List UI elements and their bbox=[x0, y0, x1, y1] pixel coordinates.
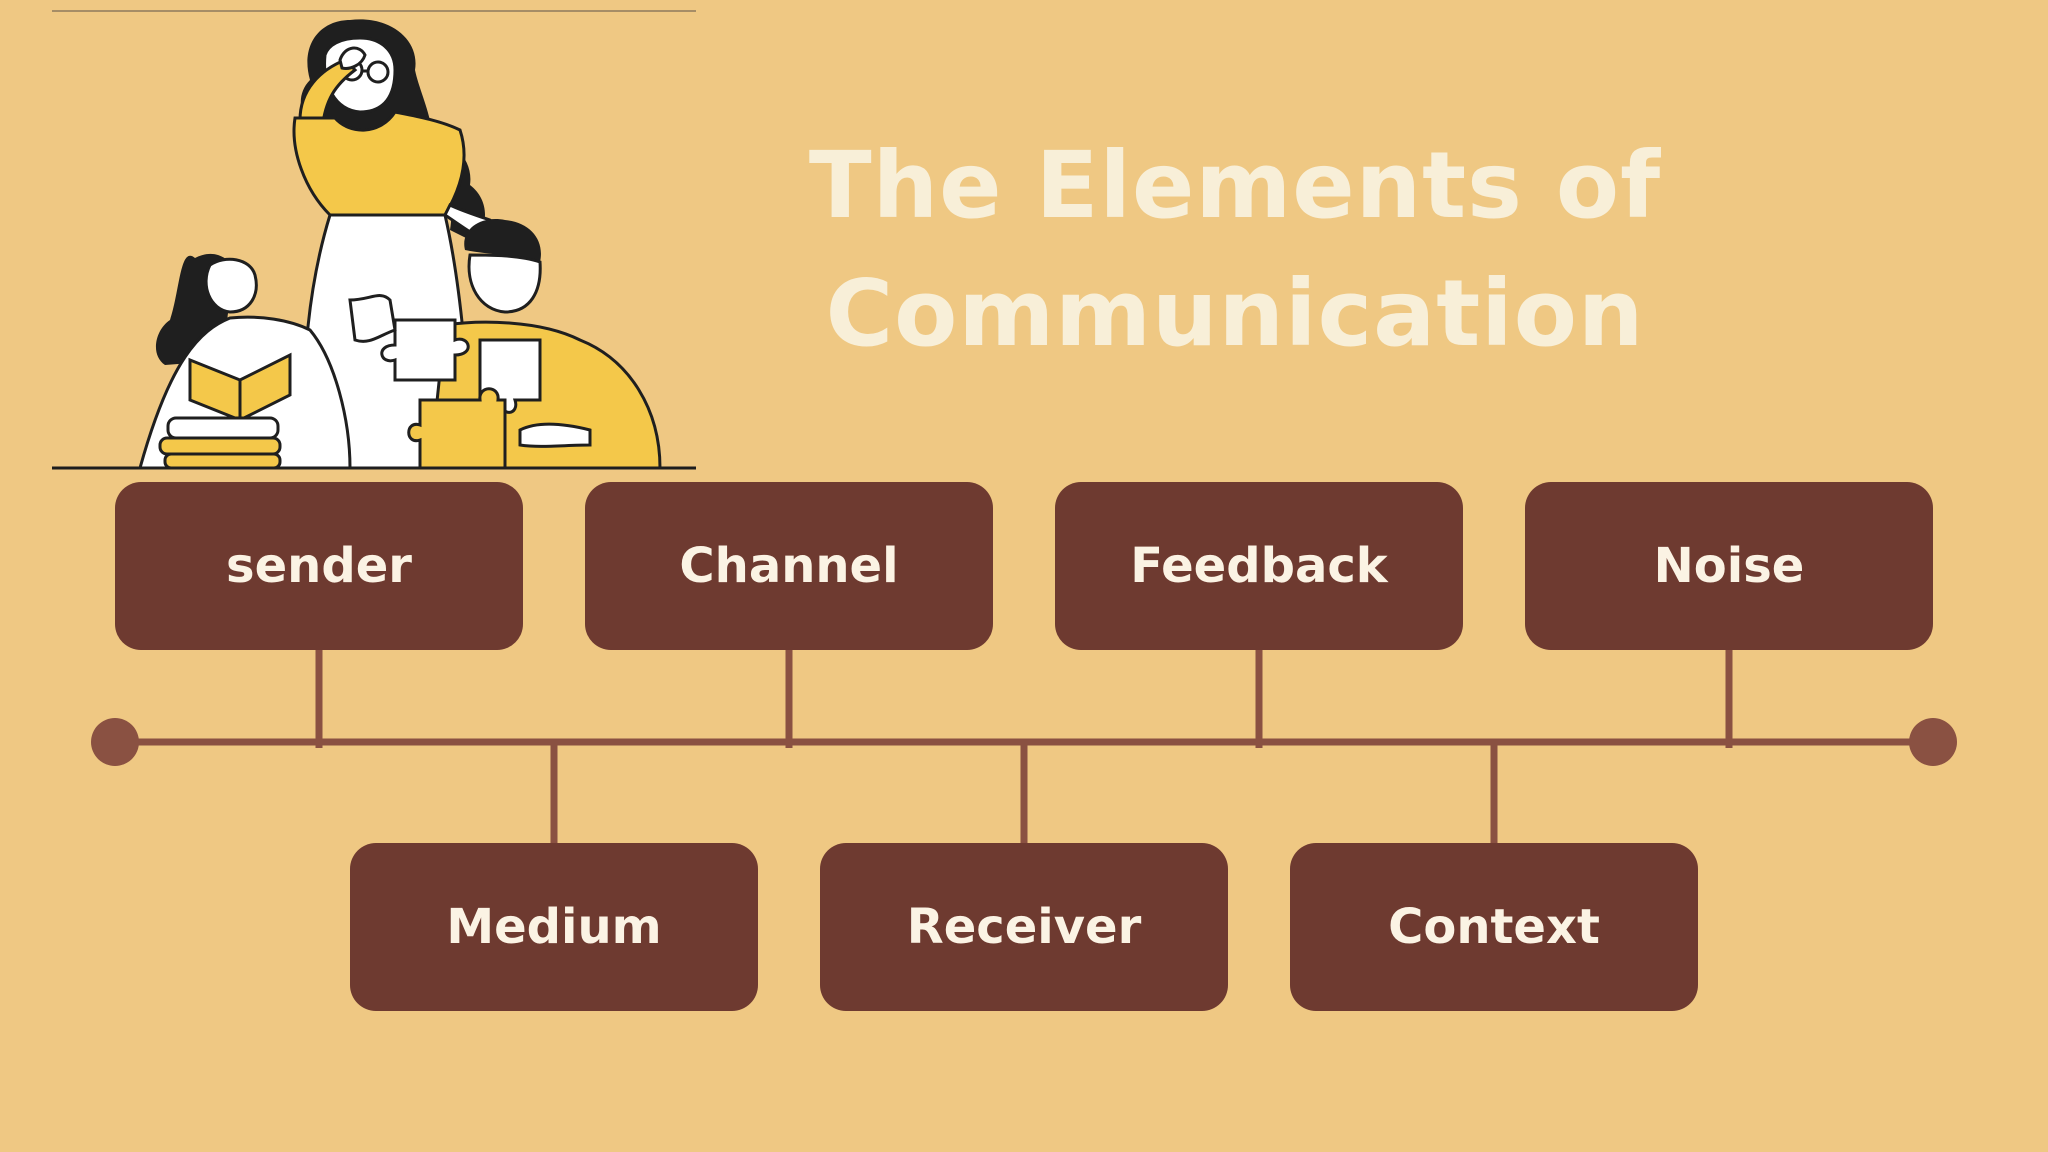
title-line-2: Communication bbox=[825, 260, 1645, 367]
element-label-channel: Channel bbox=[679, 538, 899, 594]
timeline-start-dot bbox=[91, 718, 139, 766]
element-box-feedback: Feedback bbox=[1055, 482, 1463, 650]
element-box-noise: Noise bbox=[1525, 482, 1933, 650]
element-box-receiver: Receiver bbox=[820, 843, 1228, 1011]
element-label-medium: Medium bbox=[446, 899, 662, 955]
timeline-end-dot bbox=[1909, 718, 1957, 766]
page-title: The Elements of Communication bbox=[760, 122, 1710, 378]
element-label-feedback: Feedback bbox=[1130, 538, 1388, 594]
element-box-context: Context bbox=[1290, 843, 1698, 1011]
teacher-students-puzzle-illustration bbox=[52, 10, 696, 470]
title-line-1: The Elements of bbox=[808, 132, 1662, 239]
element-label-receiver: Receiver bbox=[906, 899, 1142, 955]
element-box-sender: sender bbox=[115, 482, 523, 650]
element-label-noise: Noise bbox=[1653, 538, 1805, 594]
element-label-sender: sender bbox=[226, 538, 412, 594]
element-label-context: Context bbox=[1388, 899, 1600, 955]
element-box-medium: Medium bbox=[350, 843, 758, 1011]
element-box-channel: Channel bbox=[585, 482, 993, 650]
